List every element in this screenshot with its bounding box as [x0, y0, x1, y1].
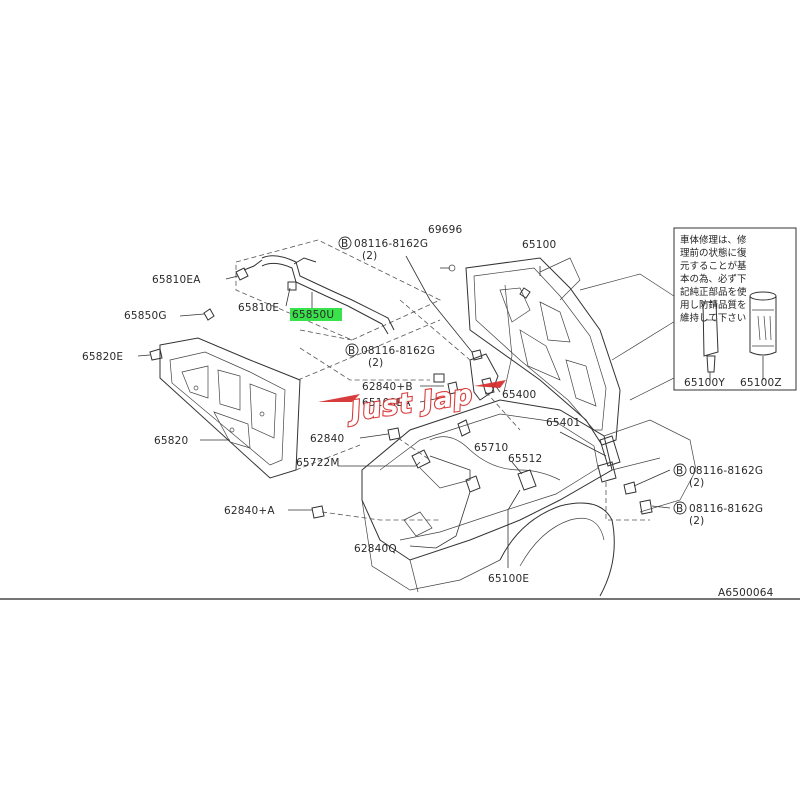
- note-line-6: 用し防錆品質を: [680, 299, 747, 311]
- bolt-marker-3: B: [676, 465, 683, 477]
- diagram-code: A6500064: [718, 587, 774, 599]
- label-bolt-qty-4: (2): [689, 515, 704, 527]
- label-62840a: 62840+A: [224, 505, 275, 517]
- label-65810e: 65810E: [238, 302, 279, 314]
- note-line-3: 元することが基: [680, 260, 747, 272]
- car-body-drawing: [361, 399, 697, 597]
- label-65820e: 65820E: [82, 351, 123, 363]
- label-bolt-qty-1: (2): [362, 250, 377, 262]
- label-65850u: 65850U: [292, 309, 334, 321]
- label-69696: 69696: [428, 224, 463, 236]
- alignment-lines: [299, 299, 650, 521]
- label-62840q: 62840Q: [354, 543, 397, 555]
- part-labels: 65810EA 65850G 65810E 65850U 65820E 6582…: [82, 224, 763, 585]
- leader-lines: [137, 255, 671, 568]
- label-65100e: 65100E: [488, 573, 529, 585]
- label-65401: 65401: [546, 417, 580, 429]
- hood-stay-drawing: [203, 255, 395, 335]
- label-bolt-08116-4: 08116-8162G: [689, 503, 763, 515]
- bolt-marker-2: B: [348, 345, 355, 357]
- bolt-marker-icons: B B B B: [338, 236, 687, 515]
- note-item-65100z: 65100Z: [740, 377, 782, 389]
- label-65100ea: 65100EA: [362, 397, 411, 409]
- bolt-marker-1: B: [341, 238, 348, 250]
- label-65710: 65710: [474, 442, 508, 454]
- note-line-2: 理前の状態に復: [680, 247, 747, 259]
- label-62840b: 62840+B: [362, 381, 413, 393]
- rust-proof-can-icon: [749, 291, 777, 356]
- label-65850g: 65850G: [124, 310, 167, 322]
- label-bolt-08116-3: 08116-8162G: [689, 465, 763, 477]
- label-65400: 65400: [502, 389, 536, 401]
- note-line-4: 本の為、必ず下: [680, 273, 747, 285]
- bolt-marker-4: B: [676, 503, 683, 515]
- label-bolt-08116-2: 08116-8162G: [361, 345, 435, 357]
- hood-panel-drawing: [465, 257, 691, 446]
- label-65722m: 65722M: [296, 457, 340, 469]
- label-65820: 65820: [154, 435, 188, 447]
- label-62840: 62840: [310, 433, 344, 445]
- label-65512: 65512: [508, 453, 542, 465]
- note-line-7: 維持して下さい: [680, 312, 746, 324]
- repair-note-box: 車体修理は、修 理前の状態に復 元することが基 本の為、必ず下 記純正部品を使 …: [673, 227, 797, 391]
- label-65100: 65100: [522, 239, 556, 251]
- note-line-1: 車体修理は、修: [680, 234, 747, 246]
- note-item-65100y: 65100Y: [684, 377, 725, 389]
- hinge-drawing: [311, 264, 653, 519]
- note-line-5: 記純正部品を使: [680, 286, 747, 298]
- label-bolt-qty-3: (2): [689, 477, 704, 489]
- label-bolt-08116-1: 08116-8162G: [354, 238, 428, 250]
- label-bolt-qty-2: (2): [368, 357, 383, 369]
- highlight-65850u: [290, 308, 342, 321]
- hood-insulator-drawing: [149, 239, 441, 479]
- sealant-tube-icon: [702, 301, 719, 373]
- label-65810ea: 65810EA: [152, 274, 201, 286]
